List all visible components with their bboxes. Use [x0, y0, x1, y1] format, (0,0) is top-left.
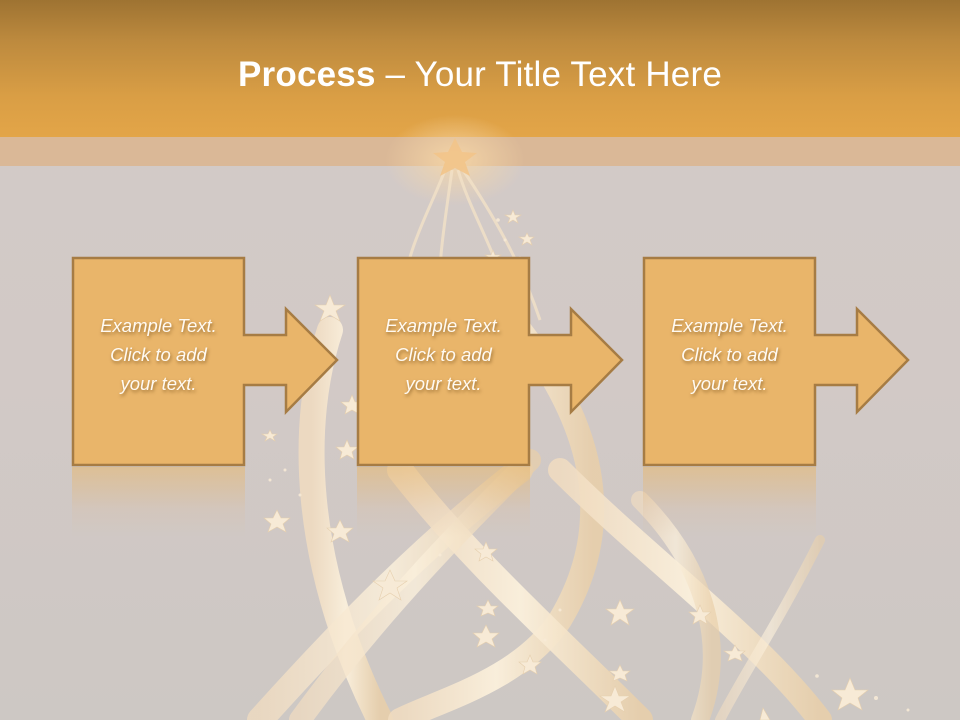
process-step-3[interactable]: Example Text. Click to add your text.: [642, 256, 913, 467]
step-2-line-3: your text.: [405, 373, 482, 394]
step-1-line-1: Example Text.: [100, 315, 217, 336]
step-2-line-2: Click to add: [395, 344, 492, 365]
step-2-text[interactable]: Example Text. Click to add your text.: [357, 311, 530, 398]
title-rest: – Your Title Text Here: [375, 55, 722, 94]
process-step-1[interactable]: Example Text. Click to add your text.: [71, 256, 342, 467]
step-1-text[interactable]: Example Text. Click to add your text.: [72, 311, 245, 398]
step-3-line-2: Click to add: [681, 344, 778, 365]
title-bar: [0, 0, 960, 137]
title-bold: Process: [238, 55, 376, 94]
process-step-2[interactable]: Example Text. Click to add your text.: [356, 256, 627, 467]
step-3-line-1: Example Text.: [671, 315, 788, 336]
step-2-reflection: [357, 467, 530, 537]
step-3-line-3: your text.: [691, 373, 768, 394]
arrow-box-shape-icon: [642, 256, 910, 467]
page-title[interactable]: Process – Your Title Text Here: [0, 52, 960, 98]
arrow-box-shape-icon: [71, 256, 339, 467]
step-3-reflection: [643, 467, 816, 537]
step-2-line-1: Example Text.: [385, 315, 502, 336]
step-1-line-3: your text.: [120, 373, 197, 394]
step-1-reflection: [72, 467, 245, 537]
step-3-text[interactable]: Example Text. Click to add your text.: [643, 311, 816, 398]
step-1-line-2: Click to add: [110, 344, 207, 365]
arrow-box-shape-icon: [356, 256, 624, 467]
